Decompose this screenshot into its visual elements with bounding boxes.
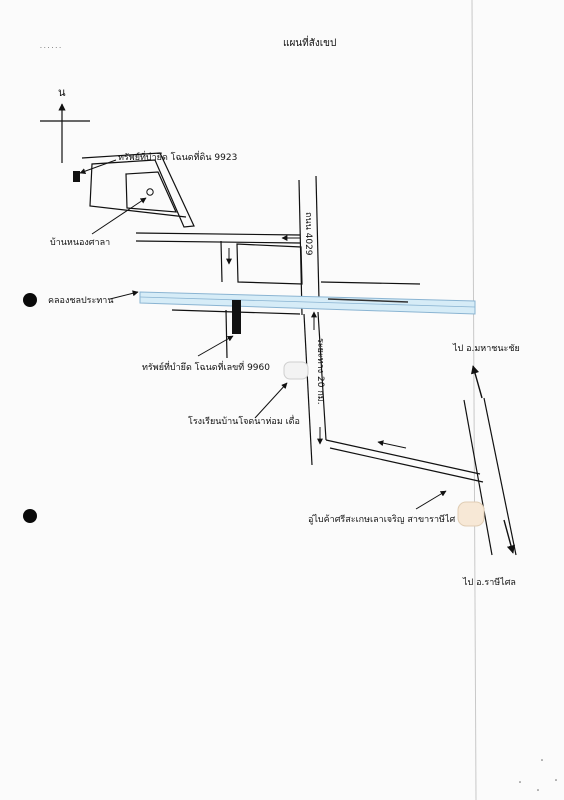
scan-specks: · · · · · · [40,45,61,52]
property-1-marker [73,171,80,182]
highway [463,365,517,556]
village-label: บ้านหนองศาลา [50,237,110,248]
binder-hole [23,293,37,307]
road-to-school [303,311,327,466]
to-rasisalai-label: ไป อ.ราษีไศล [462,577,516,588]
north-label: น [58,86,66,99]
distance-label: ระยะทาง 20 กม. [315,338,325,405]
to-mahachanachai-label: ไป อ.มหาชนะชัย [452,343,520,354]
central-block [220,240,421,285]
shop-pointer [415,490,447,510]
north-arrow: น [40,86,90,163]
page-edge-line [471,0,477,800]
school-pointer [254,382,288,419]
road-4029-label: ถนน 4029 [303,212,313,256]
shop-marker [457,501,485,527]
scan-artifacts [519,759,557,791]
road-to-highway [325,439,484,483]
shop-label: อู่ไบค้าศรีสะเกษเลาเจริญ สาขาราษีไศ [308,514,456,525]
school-marker [283,361,309,380]
property-1-parcel [73,152,195,228]
property-2-label: ทรัพย์ที่บำยึด โฉนดที่เลขที่ 9960 [142,360,270,373]
property-2-area [171,300,301,359]
property-1-label: ทรัพย์ที่บำยึด โฉนดที่ดิน 9923 [118,150,237,163]
village-pointer [91,197,147,235]
map-title: แผนที่สังเขป [283,35,336,49]
canal-pointer [109,290,139,300]
school-label: โรงเรียนบ้านโจดนาห่อม เดื่อ [188,414,300,427]
canal-label: คลองชลประทาน [48,296,113,306]
property-2-marker [232,300,241,334]
irrigation-canal [139,291,476,315]
binder-hole [23,509,37,523]
